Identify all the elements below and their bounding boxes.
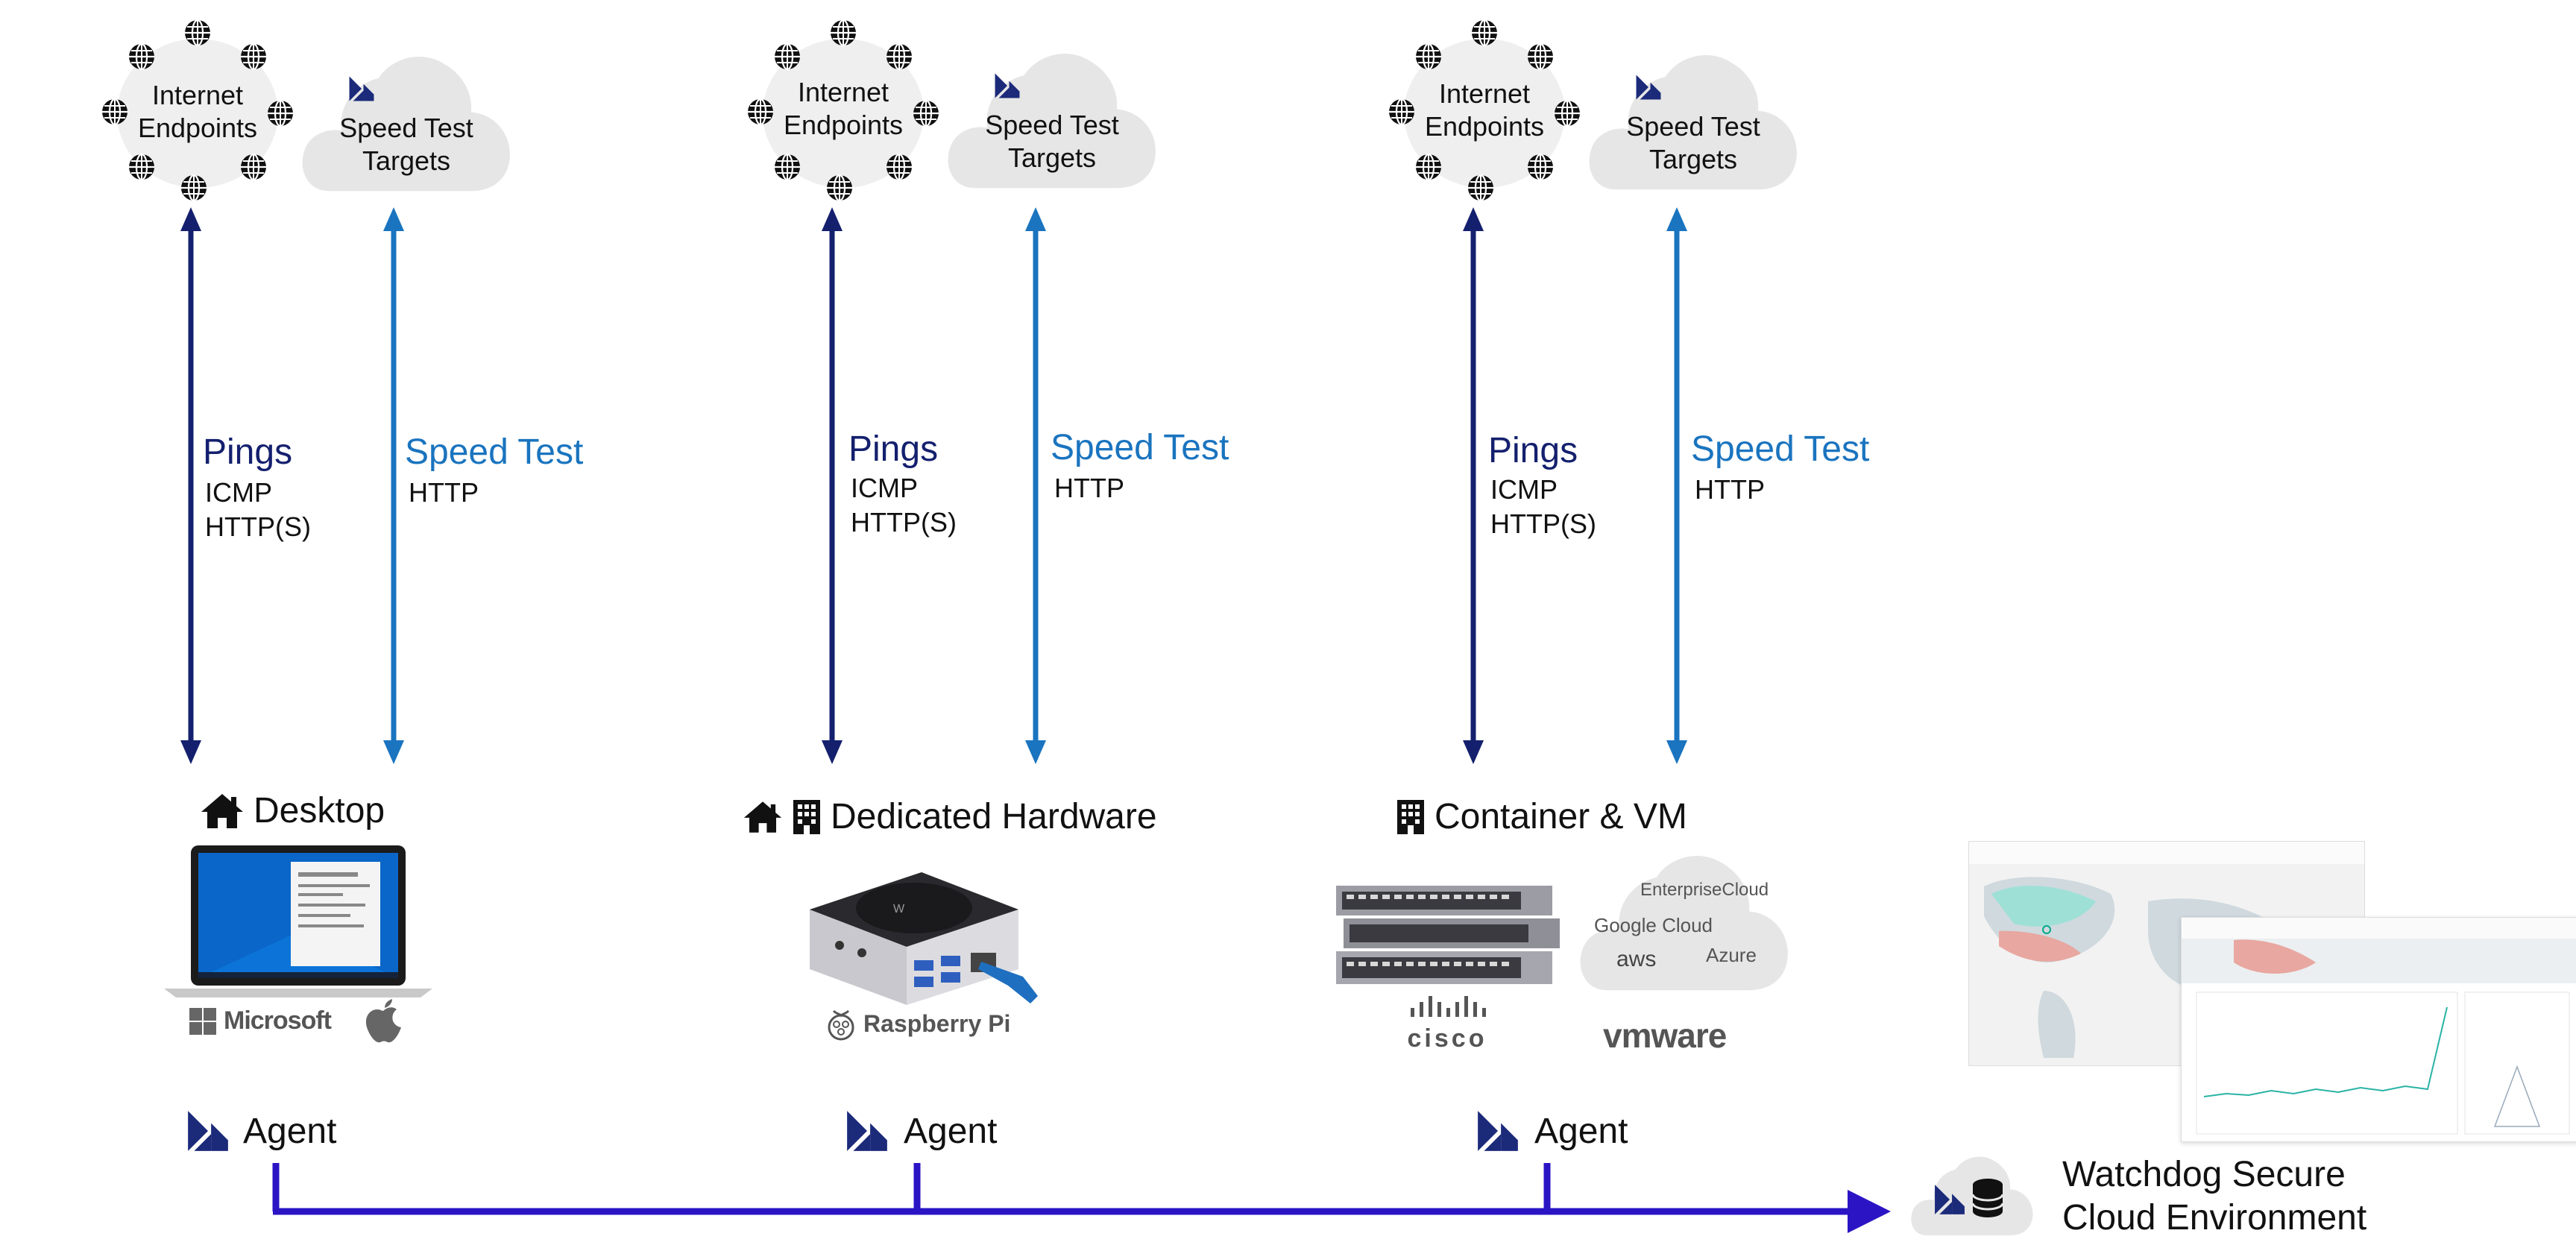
endpoints-label: Internet Endpoints [1424,78,1545,142]
watchdog-destination-line1: Watchdog Secure [2062,1155,2346,1194]
pings-protocol-icmp: ICMP [851,473,918,503]
speedtest-protocol-http: HTTP [1695,474,1765,505]
pings-protocol-https: HTTP(S) [205,511,311,542]
speedtest-cloud-label: Speed Test Targets [1626,111,1760,174]
ping-arrow [822,207,843,764]
network-switch-image [1336,886,1560,984]
cloud-providers-cloud: EnterpriseCloud Google Cloud aws Azure [1576,842,1792,999]
speedtest-arrow [1666,207,1687,764]
platform-title: Desktop [200,790,385,832]
google-cloud-logo: Google Cloud [1594,914,1713,936]
speedtest-protocol-http: HTTP [409,477,479,508]
speedtest-cloud: Speed Test Targets [298,43,514,200]
raspberry-pi-logo: Raspberry Pi [826,1006,1010,1041]
pings-title: Pings [203,432,293,472]
platform-title-text: Desktop [253,791,385,830]
azure-logo: Azure [1706,944,1757,966]
aws-logo: aws [1616,947,1657,971]
pings-protocol-https: HTTP(S) [1490,508,1596,539]
column-desktop: Internet Endpoints Speed Test Targets Pi… [0,0,641,1243]
speedtest-title: Speed Test [1051,428,1229,467]
pings-title: Pings [1488,431,1578,470]
endpoints-ring [746,19,940,202]
pings-protocol-icmp: ICMP [205,477,272,508]
endpoints-ring [1388,19,1581,202]
speedtest-title: Speed Test [405,432,584,472]
speedtest-cloud: Speed Test Targets [1585,42,1801,198]
ping-arrow [180,207,201,764]
watchdog-logo-icon [1935,1185,1965,1214]
speedtest-cloud-label: Speed Test Targets [985,110,1119,173]
speedtest-cloud: Speed Test Targets [944,40,1160,197]
microsoft-logo: Microsoft [189,1006,332,1036]
speedtest-arrow [1025,207,1046,764]
column-dedicated-hardware: Internet Endpoints Speed Test Targets Pi… [646,0,1287,1243]
ping-arrow [1463,207,1484,764]
watchdog-cloud-icon [1909,1148,2035,1241]
internet-endpoints-group: Internet Endpoints [743,16,944,203]
windows-icon [189,1007,216,1035]
laptop-image [164,845,432,997]
enterprise-cloud-logo: EnterpriseCloud [1640,880,1769,900]
endpoints-label: Internet Endpoints [783,77,904,140]
raspberry-icon [828,1009,854,1041]
arrows [1463,207,1687,764]
hardware-device-image: W [810,872,1038,1005]
endpoints-label: Internet Endpoints [137,80,258,143]
speedtest-cloud-label: Speed Test Targets [339,113,473,176]
dashboard-chart-screenshot [2181,917,2576,1142]
speedtest-title: Speed Test [1691,429,1870,469]
pings-protocol-https: HTTP(S) [851,507,957,538]
endpoints-ring [101,19,295,202]
column-container-vm: Internet Endpoints Speed Test Targets Pi… [1287,0,1928,1243]
platform-title: Container & VM [1396,796,1687,838]
speedtest-arrow [383,207,404,764]
platform-title: Dedicated Hardware [743,796,1157,838]
internet-endpoints-group: Internet Endpoints [1384,16,1585,203]
agent-label: Agent [1534,1112,1628,1151]
device-brand-mark: W [893,903,905,915]
agent-label: Agent [904,1112,998,1151]
cisco-bars-icon [1411,996,1486,1017]
arrows [180,207,404,764]
internet-endpoints-group: Internet Endpoints [97,16,298,203]
platform-title-text: Container & VM [1435,797,1687,836]
pings-title: Pings [848,429,939,469]
watchdog-destination-line2: Cloud Environment [2062,1198,2367,1238]
speedtest-protocol-http: HTTP [1054,473,1124,503]
agent-label: Agent [243,1112,337,1151]
arrows [822,207,1046,764]
platform-title-text: Dedicated Hardware [831,797,1157,836]
vmware-logo: vmware [1603,1016,1727,1055]
pings-protocol-icmp: ICMP [1490,474,1558,505]
cisco-logo: cisco [1399,996,1496,1052]
apple-logo-icon [365,999,401,1043]
database-icon [1971,1179,2004,1217]
